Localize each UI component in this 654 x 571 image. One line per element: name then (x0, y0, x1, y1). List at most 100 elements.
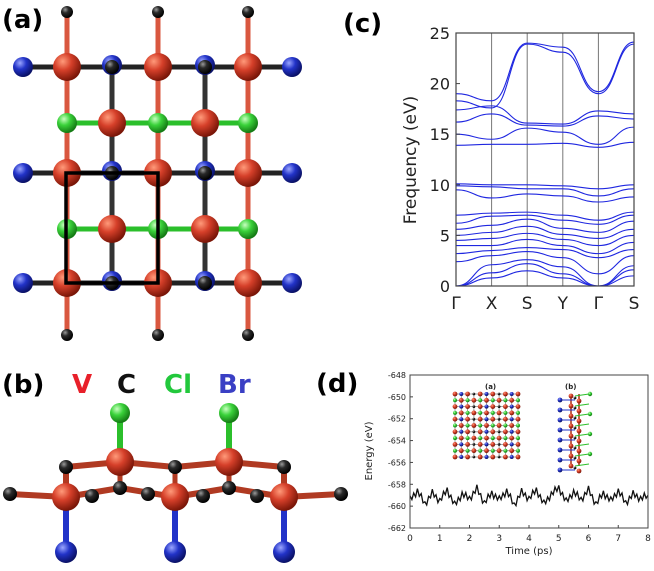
panel-c-frame (455, 32, 635, 287)
inset-atom-Br (557, 467, 563, 473)
inset-atom-V (465, 416, 470, 422)
atom-V (98, 109, 126, 137)
atom-C (242, 6, 254, 18)
atom-Br (282, 163, 302, 183)
inset-atom-Br (509, 392, 514, 396)
inset-atom-V (509, 423, 515, 428)
inset-atom-Cl (453, 410, 457, 415)
inset-atom-V (576, 398, 582, 404)
atom-Cl (110, 403, 130, 423)
phonon-band-15 (455, 126, 635, 145)
inset-atom-Br (484, 392, 489, 396)
inset-a-label: (a) (485, 383, 496, 391)
atom-C (61, 6, 73, 18)
inset-atom-V (576, 428, 582, 434)
inset-atom-V (452, 454, 458, 460)
inset-bond (574, 463, 590, 467)
inset-atom-V (503, 404, 508, 409)
x-tick-label: 8 (645, 534, 651, 544)
inset-atom-V (471, 397, 477, 403)
atom-Br (273, 541, 295, 563)
inset-atom-Br (509, 442, 514, 447)
atom-C (198, 166, 212, 180)
atom-V (234, 269, 262, 297)
inset-atom-Cl (503, 398, 508, 403)
inset-atom-Br (557, 437, 563, 443)
element-legend: V C Cl Br (72, 370, 251, 400)
inset-atom-V (477, 416, 483, 422)
x-tick-label: S (522, 294, 533, 314)
panel-d-inset-structures: (a) (b) (452, 383, 593, 474)
inset-bond (574, 413, 590, 417)
phonon-band-10 (455, 211, 635, 221)
inset-atom-V (471, 423, 477, 428)
inset-atom-Cl (453, 423, 457, 428)
atom-C (3, 487, 17, 501)
inset-atom-Cl (478, 448, 483, 453)
inset-atom-Br (484, 417, 489, 422)
inset-atom-C (497, 405, 501, 408)
panel-a-label: (a) (2, 5, 43, 35)
atom-C (222, 481, 236, 495)
inset-atom-V (471, 448, 477, 454)
panel-b-label: (b) (2, 370, 44, 400)
inset-atom-Br (557, 417, 563, 423)
atom-C (242, 329, 254, 341)
atom-V (234, 53, 262, 81)
inset-atom-Br (557, 397, 563, 403)
inset-atom-Br (459, 417, 464, 422)
inset-atom-V (458, 397, 464, 403)
x-tick-label: 0 (407, 534, 413, 544)
inset-atom-Cl (516, 398, 520, 403)
inset-atom-V (490, 404, 496, 409)
y-tick-label: -648 (388, 371, 406, 380)
panel-c-label: (c) (343, 9, 382, 39)
x-tick-label: Y (557, 294, 569, 314)
inset-bond (574, 403, 590, 407)
inset-atom-V (515, 416, 521, 422)
y-tick-label: -652 (388, 415, 406, 424)
inset-atom-V (496, 435, 502, 441)
y-tick-label: 20 (430, 75, 450, 94)
inset-atom-V (484, 423, 489, 428)
inset-atom-Br (459, 404, 464, 409)
inset-atom-C (472, 430, 476, 434)
y-tick-label: -660 (388, 502, 406, 511)
inset-atom-Br (557, 447, 563, 453)
inset-atom-V (509, 448, 515, 454)
atom-Br (13, 273, 33, 293)
inset-atom-V (576, 468, 582, 474)
inset-atom-Cl (503, 436, 508, 441)
atom-Cl (148, 113, 168, 133)
inset-atom-V (576, 458, 582, 464)
inset-atom-V (509, 435, 515, 441)
inset-atom-V (568, 433, 574, 439)
inset-atom-Cl (587, 451, 593, 457)
inset-atom-Cl (516, 448, 520, 453)
atom-C (277, 460, 291, 474)
x-tick-label: Γ (451, 294, 461, 314)
inset-atom-Cl (478, 398, 483, 403)
inset-atom-V (471, 435, 477, 441)
legend-Br: Br (218, 370, 251, 400)
inset-atom-C (497, 392, 501, 396)
inset-bond (574, 423, 590, 427)
inset-atom-V (471, 410, 477, 416)
inset-atom-V (465, 442, 470, 447)
inset-atom-C (497, 417, 501, 421)
inset-atom-V (515, 454, 521, 460)
inset-atom-V (568, 393, 574, 399)
inset-atom-V (458, 448, 464, 454)
inset-atom-Cl (490, 398, 495, 403)
inset-atom-Br (557, 427, 563, 433)
inset-atom-Cl (587, 391, 593, 397)
atom-V (53, 53, 81, 81)
inset-atom-C (497, 455, 501, 459)
x-tick-label: 2 (467, 534, 473, 544)
inset-atom-V (477, 404, 483, 409)
atom-V (161, 483, 189, 511)
inset-atom-V (496, 423, 502, 428)
inset-atom-V (503, 391, 508, 397)
